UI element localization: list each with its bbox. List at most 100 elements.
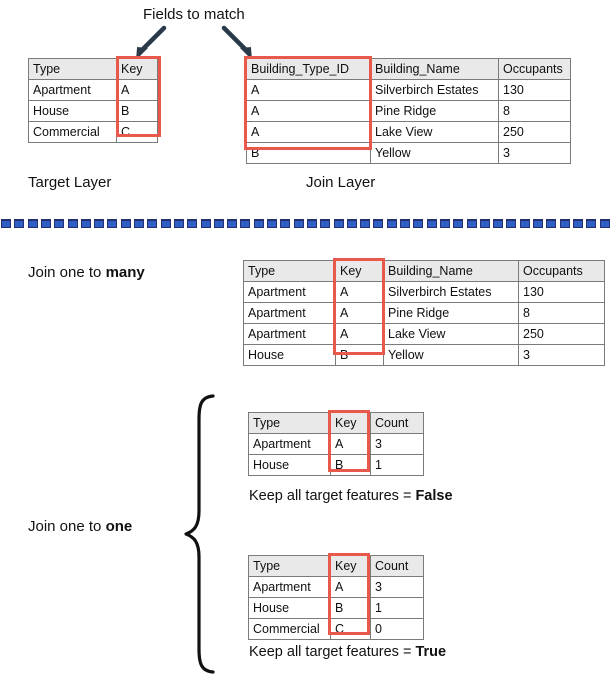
divider-segment (546, 219, 556, 228)
column-header-key: Key (335, 260, 384, 282)
cell-count: 3 (370, 433, 424, 455)
divider-segment (307, 219, 317, 228)
cell-occupants: 8 (518, 302, 605, 324)
join-layer-caption: Join Layer (306, 174, 376, 191)
arrow-down-left-icon (136, 25, 167, 60)
cell-type: Commercial (28, 121, 117, 143)
cell-occupants: 3 (498, 142, 571, 164)
column-header-building-name: Building_Name (383, 260, 519, 282)
join-one-to-one-emphasis: one (105, 518, 133, 535)
table-row: House B 1 (248, 597, 424, 619)
divider-segment (161, 219, 171, 228)
join-one-to-many-emphasis: many (105, 264, 145, 281)
divider-segment (240, 219, 250, 228)
column-header-building-type-id: Building_Type_ID (246, 58, 371, 80)
column-header-type: Type (28, 58, 117, 80)
table-row: Apartment A Silverbirch Estates 130 (243, 281, 605, 303)
divider-segment (174, 219, 184, 228)
table-row: A Lake View 250 (246, 121, 571, 143)
cell-occupants: 3 (518, 344, 605, 366)
cell-type: Apartment (28, 79, 117, 101)
column-header-type: Type (243, 260, 336, 282)
cell-building-name: Silverbirch Estates (383, 281, 519, 303)
keep-all-true-prefix: Keep all target features = (249, 644, 416, 660)
cell-count: 0 (370, 618, 424, 640)
table-header-row: Type Key Count (248, 412, 424, 434)
join-one-to-many-prefix: Join one to (28, 264, 106, 281)
column-header-key: Key (330, 555, 371, 577)
divider-segment (54, 219, 64, 228)
divider-segment (41, 219, 51, 228)
column-header-count: Count (370, 555, 424, 577)
column-header-key: Key (116, 58, 158, 80)
divider-segment (267, 219, 277, 228)
cell-building-name: Silverbirch Estates (370, 79, 499, 101)
divider-segment (81, 219, 91, 228)
cell-building-name: Yellow (383, 344, 519, 366)
divider-segment (586, 219, 596, 228)
cell-key: C (116, 121, 158, 143)
table-row: House B Yellow 3 (243, 344, 605, 366)
cell-key: A (335, 323, 384, 345)
table-header-row: Building_Type_ID Building_Name Occupants (246, 58, 571, 80)
join-layer-table: Building_Type_ID Building_Name Occupants… (246, 58, 571, 164)
cell-building-name: Lake View (383, 323, 519, 345)
cell-building-type-id: A (246, 79, 371, 101)
column-header-type: Type (248, 555, 331, 577)
cell-key: C (330, 618, 371, 640)
table-row: Apartment A Pine Ridge 8 (243, 302, 605, 324)
divider-segment (373, 219, 383, 228)
table-row: Commercial C (28, 121, 158, 143)
divider-segment (573, 219, 583, 228)
cell-building-type-id: A (246, 100, 371, 122)
cell-key: B (116, 100, 158, 122)
divider-segment (506, 219, 516, 228)
divider-segment (68, 219, 78, 228)
divider-segment (14, 219, 24, 228)
one-to-one-true-table: Type Key Count Apartment A 3 House B 1 C… (248, 555, 424, 640)
divider-segment (107, 219, 117, 228)
table-row: A Silverbirch Estates 130 (246, 79, 571, 101)
column-header-building-name: Building_Name (370, 58, 499, 80)
join-one-to-one-label: Join one to one (28, 518, 133, 536)
column-header-key: Key (330, 412, 371, 434)
cell-type: Apartment (248, 576, 331, 598)
table-row: B Yellow 3 (246, 142, 571, 164)
divider-segment (320, 219, 330, 228)
table-row: Commercial C 0 (248, 618, 424, 640)
cell-type: House (248, 597, 331, 619)
divider-segment (334, 219, 344, 228)
cell-type: Commercial (248, 618, 331, 640)
curly-brace-icon (184, 394, 215, 674)
table-row: Apartment A Lake View 250 (243, 323, 605, 345)
cell-type: House (248, 454, 331, 476)
divider-segment (187, 219, 197, 228)
cell-count: 3 (370, 576, 424, 598)
divider-segment (294, 219, 304, 228)
cell-type: Apartment (243, 323, 336, 345)
divider-segment (121, 219, 131, 228)
cell-type: Apartment (243, 302, 336, 324)
target-layer-table: Type Key Apartment A House B Commercial … (28, 58, 158, 143)
one-to-one-false-table: Type Key Count Apartment A 3 House B 1 (248, 412, 424, 476)
cell-type: Apartment (243, 281, 336, 303)
divider-segment (520, 219, 530, 228)
cell-building-name: Pine Ridge (370, 100, 499, 122)
cell-type: House (28, 100, 117, 122)
column-header-type: Type (248, 412, 331, 434)
divider-segment (400, 219, 410, 228)
table-row: Apartment A 3 (248, 433, 424, 455)
cell-key: A (335, 302, 384, 324)
divider-segment (134, 219, 144, 228)
join-one-to-one-prefix: Join one to (28, 518, 106, 535)
divider-segment (280, 219, 290, 228)
divider-segment (214, 219, 224, 228)
cell-key: B (330, 454, 371, 476)
divider-segment (1, 219, 11, 228)
arrow-down-right-icon (221, 25, 252, 60)
cell-building-name: Lake View (370, 121, 499, 143)
cell-key: A (330, 433, 371, 455)
cell-type: Apartment (248, 433, 331, 455)
divider-segment (440, 219, 450, 228)
one-to-many-result-table: Type Key Building_Name Occupants Apartme… (243, 260, 605, 366)
